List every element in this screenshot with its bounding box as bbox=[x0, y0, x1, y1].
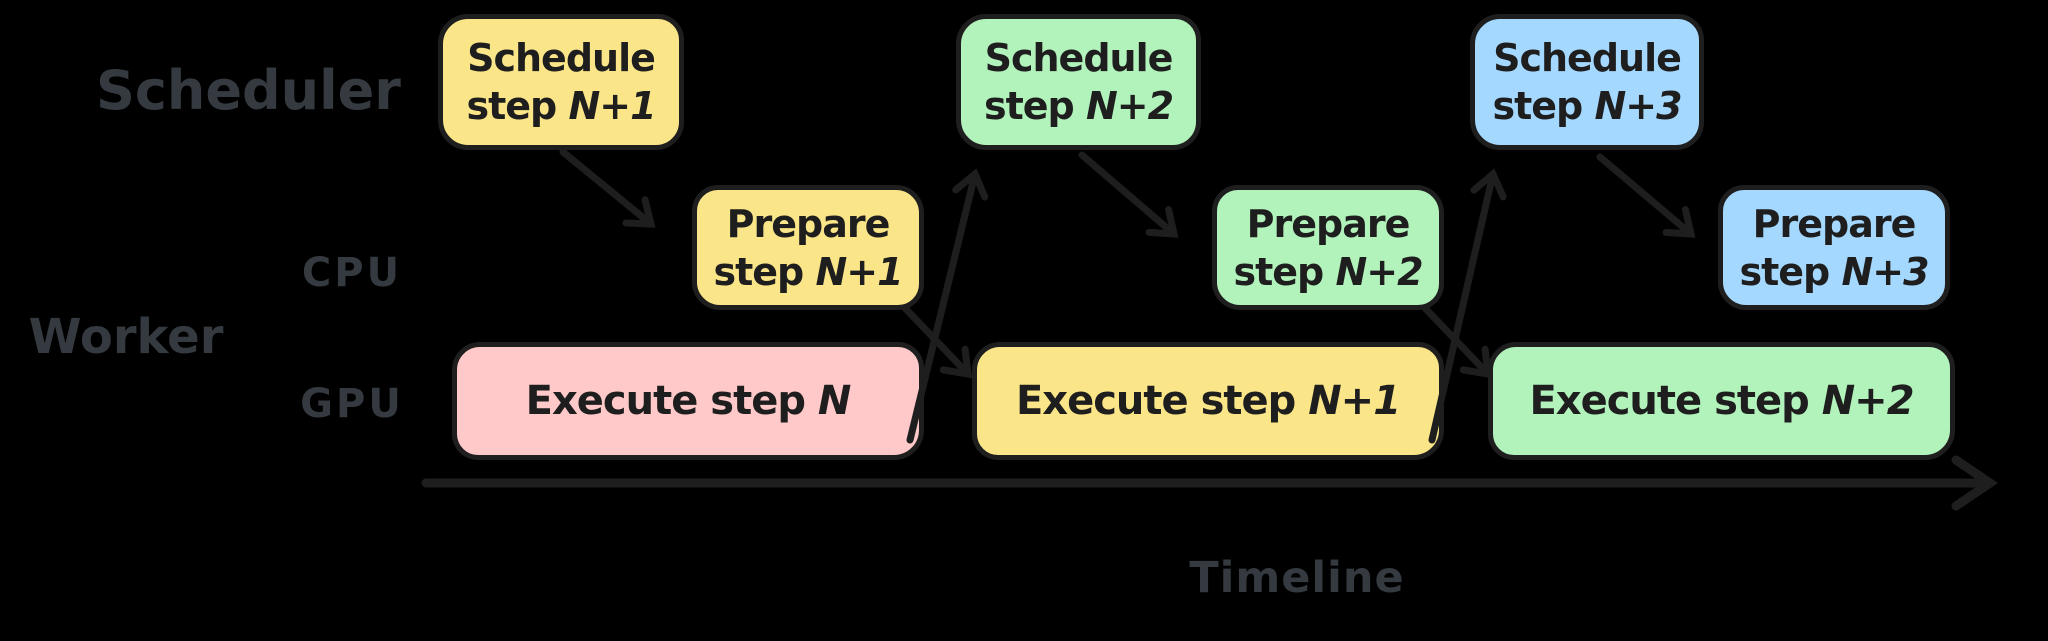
lane-label-cpu: CPU bbox=[301, 250, 403, 296]
lane-label-worker: Worker bbox=[28, 309, 224, 365]
box-execute-step-n1: Execute step N+1 bbox=[972, 342, 1444, 460]
box-schedule-step-n1: Schedule step N+1 bbox=[438, 14, 684, 150]
lane-label-gpu: GPU bbox=[300, 381, 404, 427]
box-prepare-step-n2: Prepare step N+2 bbox=[1212, 185, 1444, 310]
step-variable: N+1 bbox=[815, 249, 903, 294]
box-text-line2: step N+1 bbox=[466, 82, 656, 130]
box-text-line2: step N+3 bbox=[1492, 82, 1682, 130]
box-execute-step-n: Execute step N bbox=[452, 342, 924, 460]
step-variable: N+3 bbox=[1594, 84, 1682, 128]
arrow-schedule-n2-to-prepare-n2 bbox=[1078, 151, 1179, 238]
step-variable: N bbox=[817, 378, 851, 424]
step-prefix: step bbox=[466, 84, 569, 128]
box-schedule-step-n2: Schedule step N+2 bbox=[956, 14, 1201, 150]
box-text-line1: Prepare bbox=[726, 201, 891, 246]
step-variable: N+3 bbox=[1841, 249, 1929, 294]
box-execute-step-n2: Execute step N+2 bbox=[1488, 342, 1955, 460]
box-text-line2: step N+1 bbox=[713, 248, 903, 296]
box-text-line2: step N+2 bbox=[983, 82, 1174, 130]
arrow-schedule-n3-to-prepare-n3 bbox=[1596, 153, 1696, 238]
box-text-line1: Prepare bbox=[1752, 201, 1917, 246]
box-text-line1: Execute step N+2 bbox=[1529, 377, 1915, 425]
box-text-line2: step N+3 bbox=[1739, 248, 1929, 296]
timeline-axis-label: Timeline bbox=[1189, 553, 1405, 603]
step-prefix: step bbox=[1492, 84, 1595, 128]
box-prepare-step-n1: Prepare step N+1 bbox=[692, 185, 924, 310]
step-prefix: step bbox=[713, 249, 816, 294]
lane-label-scheduler: Scheduler bbox=[96, 59, 401, 122]
step-variable: N+1 bbox=[568, 84, 656, 128]
step-prefix: step bbox=[1233, 249, 1336, 294]
step-variable: N+2 bbox=[1821, 378, 1915, 424]
step-variable: N+2 bbox=[1085, 84, 1174, 128]
arrow-schedule-n1-to-prepare-n1 bbox=[559, 148, 656, 228]
step-prefix: step bbox=[983, 84, 1086, 128]
box-text-line1: Schedule bbox=[984, 36, 1174, 80]
box-prepare-step-n3: Prepare step N+3 bbox=[1718, 185, 1950, 310]
step-variable: N+2 bbox=[1335, 249, 1423, 294]
step-variable: N+1 bbox=[1308, 378, 1401, 424]
box-text-line1: Execute step N+1 bbox=[1015, 377, 1401, 425]
box-text-line1: Schedule bbox=[467, 36, 656, 80]
box-schedule-step-n3: Schedule step N+3 bbox=[1470, 14, 1704, 150]
box-text-line1: Schedule bbox=[1493, 36, 1682, 80]
box-text-line1: Execute step N bbox=[525, 377, 852, 425]
box-text-line2: step N+2 bbox=[1233, 248, 1423, 296]
step-prefix: step bbox=[1739, 249, 1842, 294]
step-prefix: Execute step bbox=[1529, 378, 1822, 424]
step-prefix: Execute step bbox=[1015, 378, 1309, 424]
box-text-line1: Prepare bbox=[1246, 201, 1411, 246]
step-prefix: Execute step bbox=[525, 378, 818, 424]
